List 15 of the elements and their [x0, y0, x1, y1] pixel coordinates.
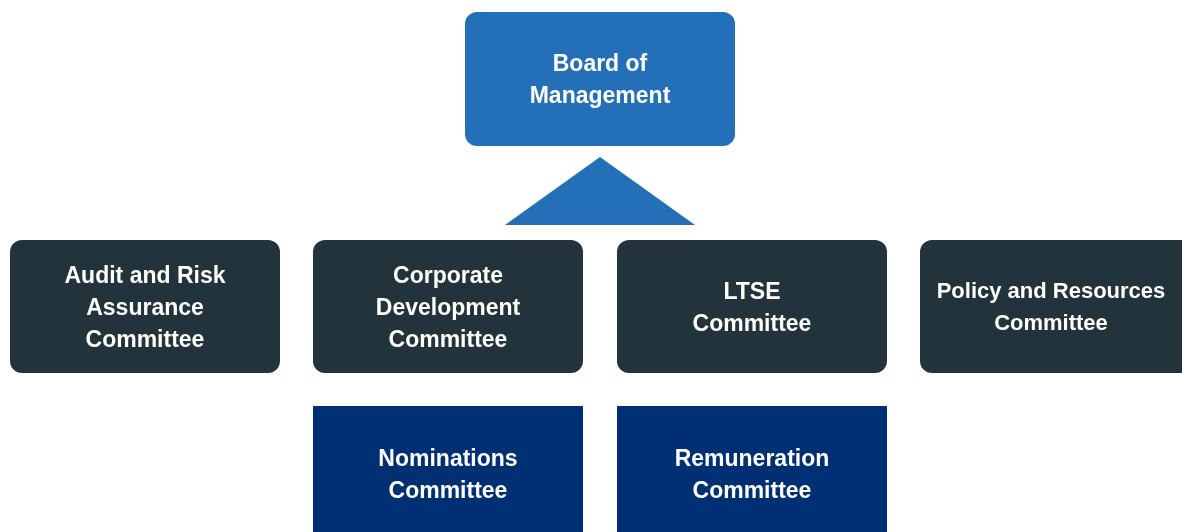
node-label: Policy and Resources Committee [935, 276, 1167, 337]
committee-box [313, 240, 583, 373]
committee-box [617, 406, 887, 532]
committee-box [617, 240, 887, 373]
node-label: Corporate Development Committee [374, 260, 522, 354]
committee-box [920, 240, 1182, 373]
node-label: Remuneration Committee [673, 444, 831, 505]
node-label: LTSE Committee [691, 276, 813, 338]
committee-box [313, 406, 583, 532]
board-box [465, 12, 735, 146]
node-label: Nominations Committee [377, 444, 519, 505]
node-label: Audit and Risk Assurance Committee [63, 260, 227, 354]
pointer-triangle [505, 157, 695, 225]
node-label: Board of Management [528, 49, 672, 110]
committee-box [10, 240, 280, 373]
